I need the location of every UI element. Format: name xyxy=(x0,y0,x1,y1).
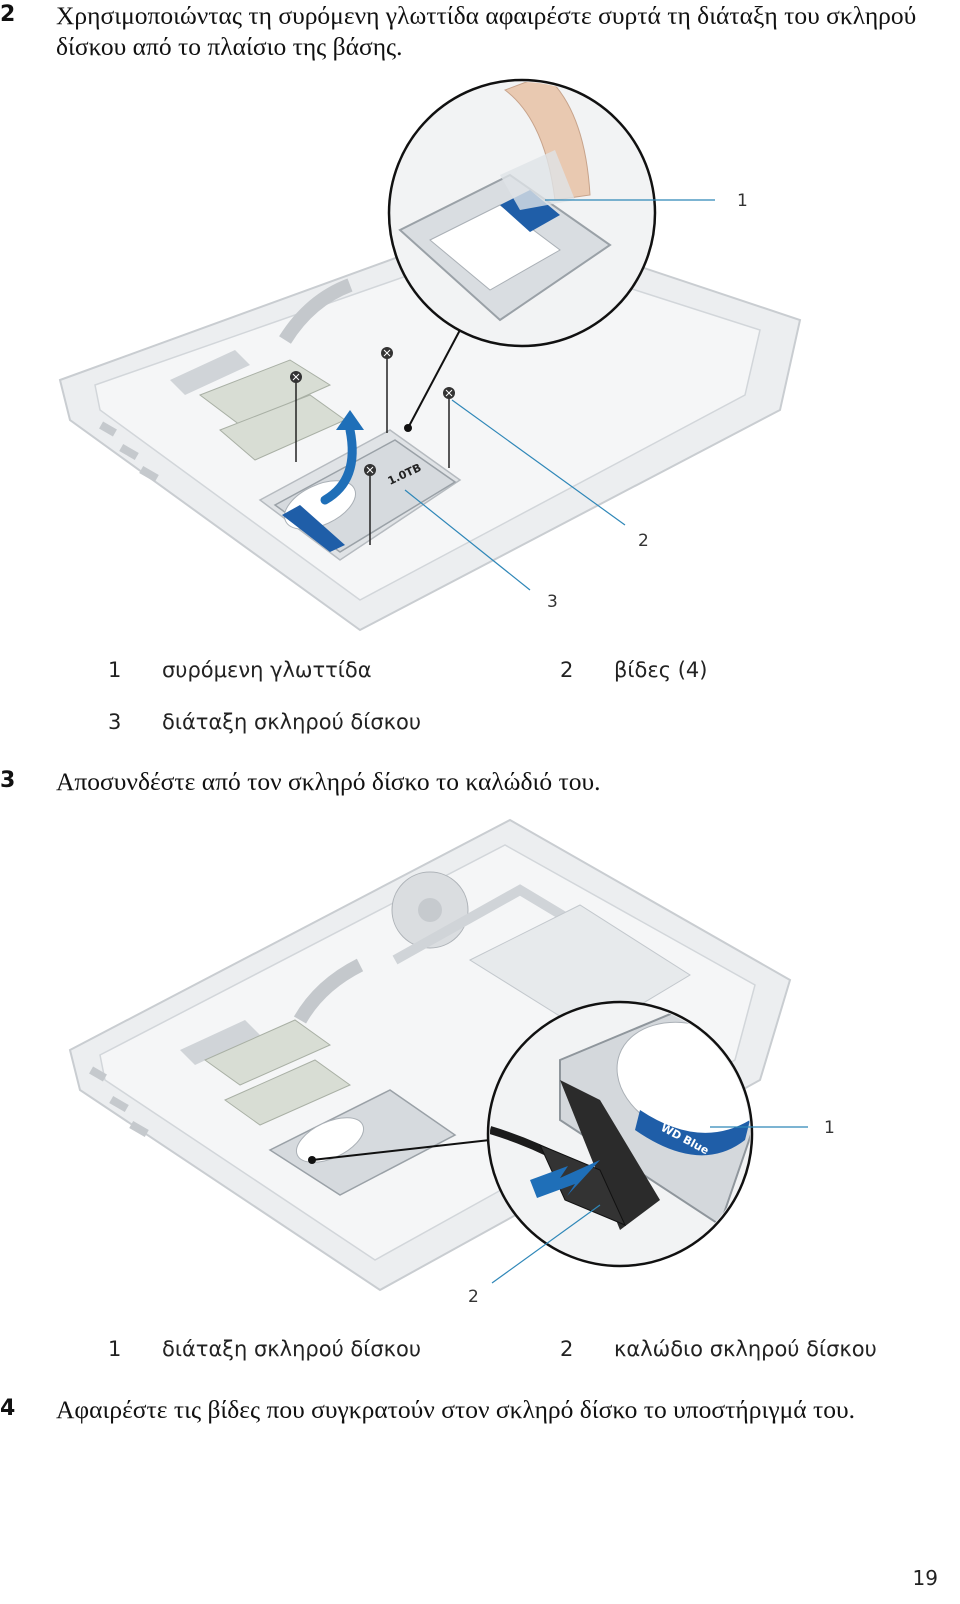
screw xyxy=(290,371,302,462)
heat-pipe xyxy=(392,884,573,965)
magnifier-pointer xyxy=(407,329,461,429)
legend-label: καλώδιο σκληρού δίσκου xyxy=(614,1337,877,1361)
hard-drive xyxy=(268,1089,457,1196)
step-text: Χρησιμοποιώντας τη συρόμενη γλωττίδα αφα… xyxy=(56,1,917,61)
legend-label: διάταξη σκληρού δίσκου xyxy=(162,710,422,734)
callout-1: 1 xyxy=(737,191,748,211)
magnifier-dot xyxy=(308,1156,316,1164)
usb-port xyxy=(109,1096,129,1112)
magnifier-dot xyxy=(404,424,412,432)
legend-row: 1 συρόμενη γλωττίδα 2 βίδες (4) xyxy=(0,658,960,688)
callout-line-2 xyxy=(491,1204,601,1284)
vent xyxy=(170,350,250,395)
callout-line-2 xyxy=(451,399,626,526)
detail-blue-band xyxy=(635,1110,750,1156)
legend-number: 1 xyxy=(108,1337,122,1361)
drive-connector xyxy=(560,1080,660,1230)
slide-arrow-head xyxy=(336,410,364,430)
finger xyxy=(503,82,591,201)
legend-number: 2 xyxy=(560,1337,574,1361)
legend-label: βίδες (4) xyxy=(614,658,708,682)
legend-label: διάταξη σκληρού δίσκου xyxy=(162,1337,422,1361)
usb-port xyxy=(99,421,117,437)
step-text: Αφαιρέστε τις βίδες που συγκρατούν στον … xyxy=(56,1395,856,1424)
drive-blue-band xyxy=(282,505,345,552)
figure-disconnect-cable: WD Blue 1 2 xyxy=(68,818,835,1307)
usb-port xyxy=(89,1066,107,1082)
usb-port xyxy=(139,466,159,482)
legend-row: 3 διάταξη σκληρού δίσκου xyxy=(0,710,960,740)
callout-line-3 xyxy=(404,489,531,591)
screw xyxy=(364,464,376,545)
step-text: Αποσυνδέστε από τον σκληρό δίσκο το καλώ… xyxy=(56,767,601,796)
step-number: 4 xyxy=(0,1396,16,1421)
page-number: 19 xyxy=(912,1566,938,1590)
slide-arrow xyxy=(320,425,357,505)
legend-number: 3 xyxy=(108,710,122,734)
usb-port xyxy=(119,444,139,460)
legend-number: 1 xyxy=(108,658,122,682)
figure-hard-drive-removal: 1.0TB 1 2 3 xyxy=(58,78,802,632)
callout-1: 1 xyxy=(824,1118,835,1138)
pull-tab xyxy=(500,150,575,210)
step-number: 3 xyxy=(0,768,16,793)
vent xyxy=(293,958,364,1024)
disconnect-arrow xyxy=(530,1160,600,1198)
screw xyxy=(443,387,455,468)
vent xyxy=(279,278,353,344)
legend-label: συρόμενη γλωττίδα xyxy=(162,658,372,682)
callout-2: 2 xyxy=(468,1287,479,1307)
callout-2: 2 xyxy=(638,531,649,551)
step-number: 2 xyxy=(0,2,16,27)
screw xyxy=(381,347,393,433)
legend-number: 2 xyxy=(560,658,574,682)
fan-hub xyxy=(418,898,442,922)
legend-row: 1 διάταξη σκληρού δίσκου 2 καλώδιο σκληρ… xyxy=(0,1337,960,1367)
memory-module xyxy=(203,1019,332,1086)
usb-port xyxy=(129,1121,149,1137)
callout-3: 3 xyxy=(547,592,558,612)
magnifier-pointer xyxy=(311,1139,491,1161)
vent xyxy=(180,1020,260,1065)
memory-module xyxy=(223,1059,352,1126)
